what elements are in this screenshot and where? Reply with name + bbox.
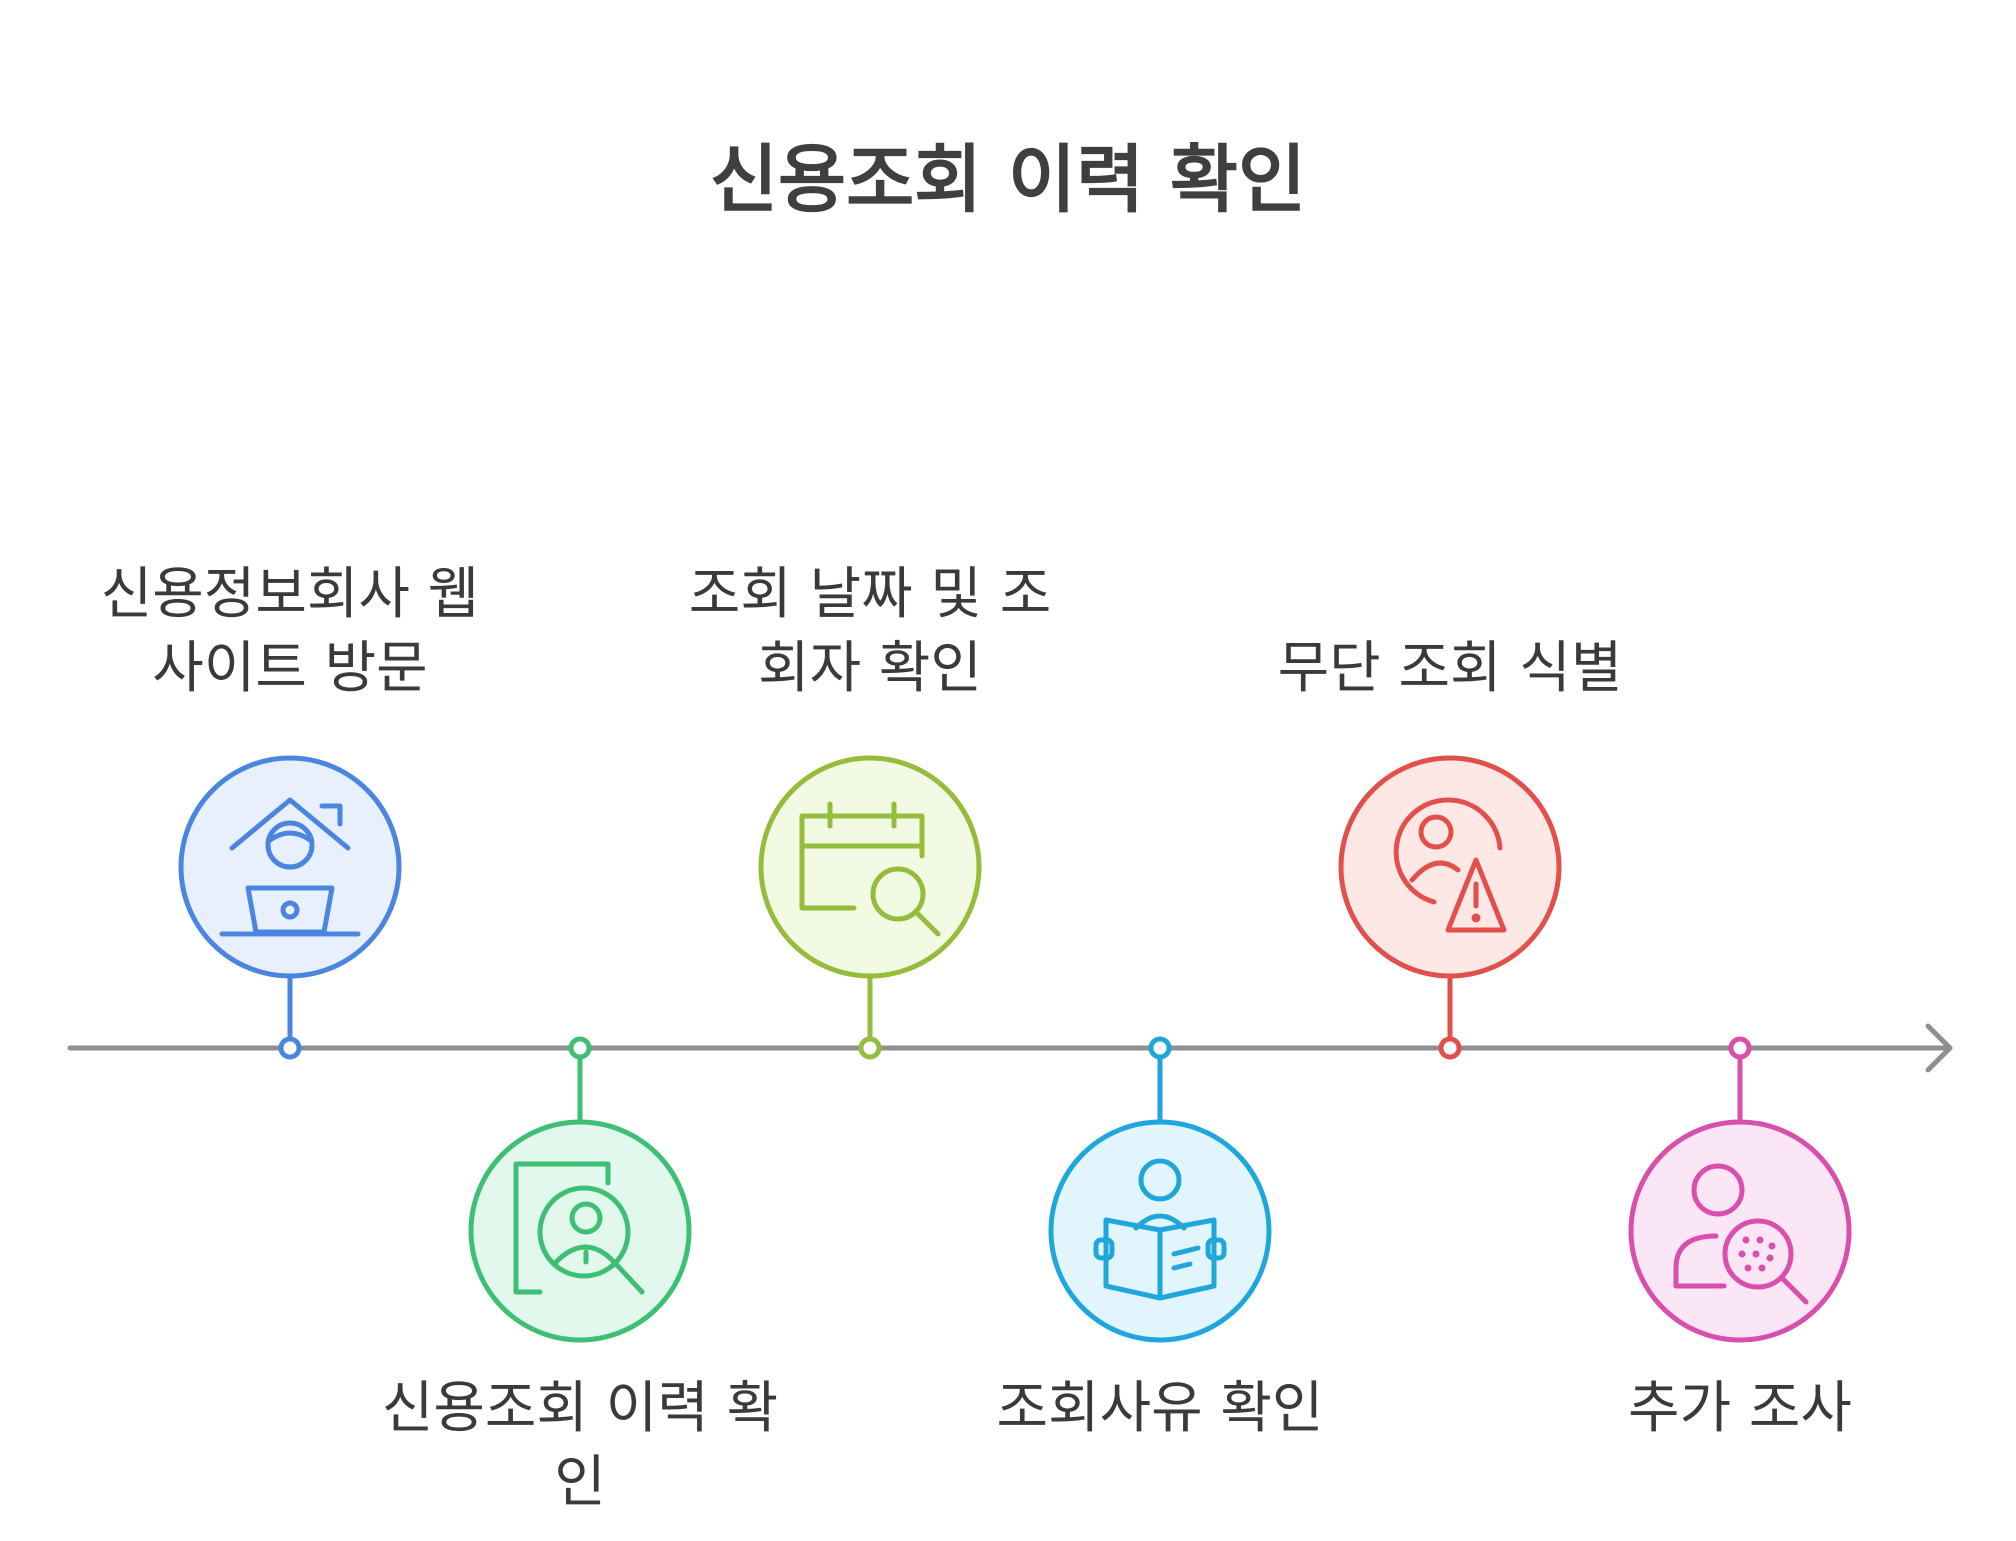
step-2-label: 신용조회 이력 확 인 xyxy=(381,1376,779,1515)
step-4 xyxy=(1048,1036,1272,1343)
step-3-node[interactable] xyxy=(758,755,982,979)
step-3-label: 조회 날짜 및 조 회자 확인 xyxy=(688,562,1052,701)
step-1-label: 신용정보회사 웹 사이트 방문 xyxy=(100,562,480,701)
step-1-marker xyxy=(278,1036,302,1060)
step-4-label: 조회사유 확인 xyxy=(996,1376,1324,1441)
step-5-label: 무단 조회 식별 xyxy=(1277,636,1623,701)
step-5 xyxy=(1338,755,1562,1060)
step-2 xyxy=(468,1036,692,1343)
step-2-marker xyxy=(568,1036,592,1060)
step-6-node[interactable] xyxy=(1628,1119,1852,1343)
step-6-label: 추가 조사 xyxy=(1628,1376,1852,1441)
step-1 xyxy=(178,755,402,1060)
person-warning-icon xyxy=(1393,797,1507,933)
person-reading-book-icon xyxy=(1093,1158,1227,1301)
step-3 xyxy=(758,755,982,1060)
person-magnifier-icon xyxy=(1673,1163,1809,1305)
diagram-title: 신용조회 이력 확인 xyxy=(709,137,1307,223)
calendar-search-icon xyxy=(799,801,941,937)
document-search-person-icon xyxy=(513,1161,645,1295)
step-6 xyxy=(1628,1036,1852,1343)
step-4-marker xyxy=(1148,1036,1172,1060)
step-6-marker xyxy=(1728,1036,1752,1060)
house-laptop-icon xyxy=(219,797,361,937)
step-3-marker xyxy=(858,1036,882,1060)
timeline-arrowhead xyxy=(1925,1023,1953,1073)
step-5-marker xyxy=(1438,1036,1462,1060)
